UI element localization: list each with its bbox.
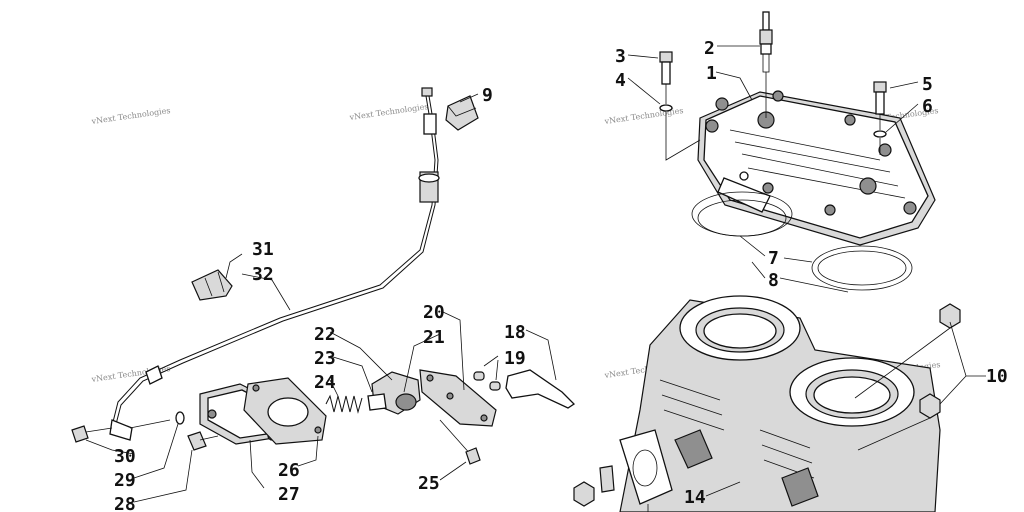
valve-spring <box>325 394 363 414</box>
callout-5: 5 <box>922 74 933 95</box>
long-bolt <box>439 419 481 465</box>
callout-8: 8 <box>768 270 779 291</box>
leader-lines <box>85 45 986 503</box>
callout-6: 6 <box>922 96 933 117</box>
callout-26: 26 <box>278 460 300 481</box>
callout-24: 24 <box>314 372 336 393</box>
callout-23: 23 <box>314 348 336 369</box>
head-gaskets <box>691 191 913 291</box>
callout-10: 10 <box>986 366 1008 387</box>
o-ring <box>175 411 185 425</box>
callout-29: 29 <box>114 470 136 491</box>
dowel-pins <box>473 371 501 391</box>
callout-7: 7 <box>768 248 779 269</box>
head-bolt-left <box>659 51 701 161</box>
callout-14: 14 <box>684 487 706 508</box>
exhaust-gasket <box>619 429 673 512</box>
callout-9: 9 <box>482 85 493 106</box>
watermark-2: vNext Technologies <box>348 102 429 122</box>
callout-21: 21 <box>423 327 445 348</box>
housing-bolt <box>187 431 219 451</box>
cable-screw <box>71 425 113 443</box>
block-stud-nut <box>573 465 615 507</box>
spark-plug <box>759 11 773 118</box>
throttle-cable <box>109 87 440 441</box>
cable-clip <box>445 95 479 131</box>
callout-22: 22 <box>314 324 336 345</box>
head-bolt-right <box>873 81 887 155</box>
valve-cover <box>419 369 497 427</box>
callout-4: 4 <box>615 70 626 91</box>
valve-blade <box>505 369 576 409</box>
callout-25: 25 <box>418 473 440 494</box>
cable-clamp <box>191 269 233 301</box>
cylinder-block <box>619 295 961 512</box>
callout-labels: 2 3 4 1 5 6 7 8 9 10 14 18 19 20 21 22 2… <box>114 38 1008 512</box>
callout-2: 2 <box>704 38 715 59</box>
callout-28: 28 <box>114 494 136 512</box>
callout-30: 30 <box>114 446 136 467</box>
callout-18: 18 <box>504 322 526 343</box>
callout-27: 27 <box>278 484 300 505</box>
valve-body <box>367 371 421 415</box>
cylinder-head <box>697 90 936 246</box>
watermark-1: vNext Technologies <box>90 106 171 126</box>
valve-gasket <box>243 377 327 445</box>
callout-31: 31 <box>252 239 274 260</box>
callout-19: 19 <box>504 348 526 369</box>
callout-1: 1 <box>706 63 717 84</box>
callout-20: 20 <box>423 302 445 323</box>
callout-3: 3 <box>615 46 626 67</box>
callout-32: 32 <box>252 264 274 285</box>
